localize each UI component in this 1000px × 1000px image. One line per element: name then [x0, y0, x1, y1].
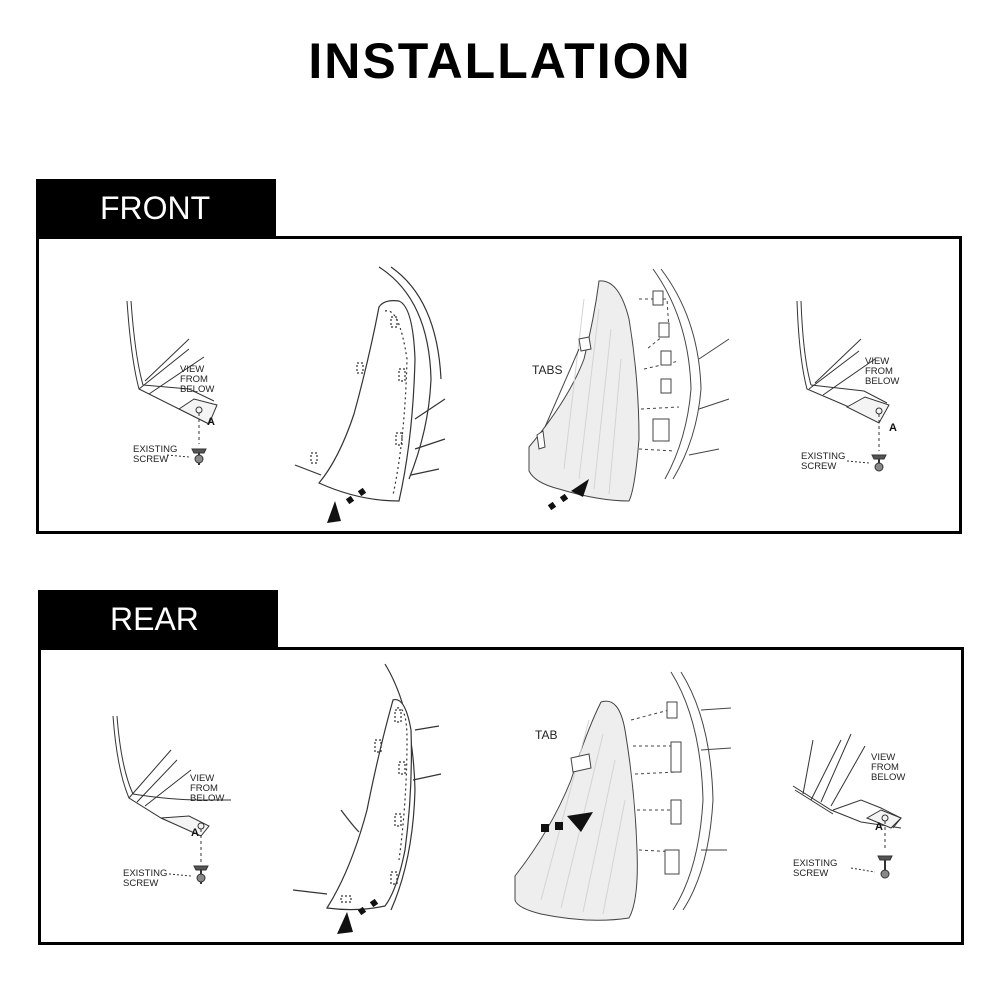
front-view-from-below-label-line1: VIEW [180, 364, 204, 375]
rear-view-from-below-label-line1: VIEW [190, 773, 214, 784]
rear-existing-screw-label-line2: SCREW [123, 878, 158, 889]
rear-existing-screw-label-line1: EXISTING [123, 868, 167, 879]
rear-existing-screw-right-line2: SCREW [793, 868, 828, 879]
rear-remove-direction-arrow [337, 898, 379, 934]
rear-install-direction-arrow [541, 812, 593, 832]
front-point-a-label-right: A [889, 422, 897, 434]
rear-section-tab: REAR [38, 590, 278, 648]
rear-point-a-label-left: A [191, 827, 199, 839]
front-point-a-label-left: A [207, 416, 215, 428]
rear-diagrams: VIEW FROM BELOW A EXISTING SCREW [112, 663, 905, 934]
front-installation-panel: VIEW FROM BELOW A EXISTING SCREW [36, 236, 962, 534]
rear-view-from-below-right-line3: BELOW [871, 772, 905, 783]
front-view-from-below-right-line2: FROM [865, 366, 893, 377]
front-mudflap-outline-diagram [294, 266, 446, 502]
rear-mudflap-outline-diagram [292, 663, 442, 911]
front-carbon-mudflap-diagram [528, 268, 730, 502]
front-section-tab: FRONT [36, 179, 276, 237]
rear-view-from-below-right-line1: VIEW [871, 752, 895, 763]
rear-view-from-below-diagram-left [112, 715, 231, 884]
front-view-from-below-label-line3: BELOW [180, 384, 214, 395]
front-remove-direction-arrow [327, 487, 367, 523]
front-view-from-below-diagram-left [126, 300, 218, 465]
front-diagrams: VIEW FROM BELOW A EXISTING SCREW [126, 266, 899, 523]
rear-view-from-below-label-line3: BELOW [190, 793, 224, 804]
rear-section-label: REAR [110, 600, 199, 637]
front-section-label: FRONT [100, 189, 211, 226]
rear-carbon-mudflap-diagram [514, 671, 732, 921]
front-view-from-below-right-line3: BELOW [865, 376, 899, 387]
front-view-from-below-diagram-right [796, 300, 890, 472]
rear-view-from-below-right-line2: FROM [871, 762, 899, 773]
rear-view-from-below-diagram-right [792, 733, 902, 879]
rear-point-a-label-right: A [875, 821, 883, 833]
rear-existing-screw-right-line1: EXISTING [793, 858, 837, 869]
front-existing-screw-label-line2: SCREW [133, 454, 168, 465]
page-title: INSTALLATION [308, 33, 692, 89]
rear-installation-panel: VIEW FROM BELOW A EXISTING SCREW [38, 647, 964, 945]
front-view-from-below-label-line2: FROM [180, 374, 208, 385]
front-existing-screw-right-line1: EXISTING [801, 451, 845, 462]
front-view-from-below-right-line1: VIEW [865, 356, 889, 367]
front-install-direction-arrow [547, 479, 589, 511]
rear-tab-label: TAB [535, 728, 557, 742]
front-existing-screw-right-line2: SCREW [801, 461, 836, 472]
front-tabs-label: TABS [532, 363, 562, 377]
rear-view-from-below-label-line2: FROM [190, 783, 218, 794]
front-existing-screw-label-line1: EXISTING [133, 444, 177, 455]
